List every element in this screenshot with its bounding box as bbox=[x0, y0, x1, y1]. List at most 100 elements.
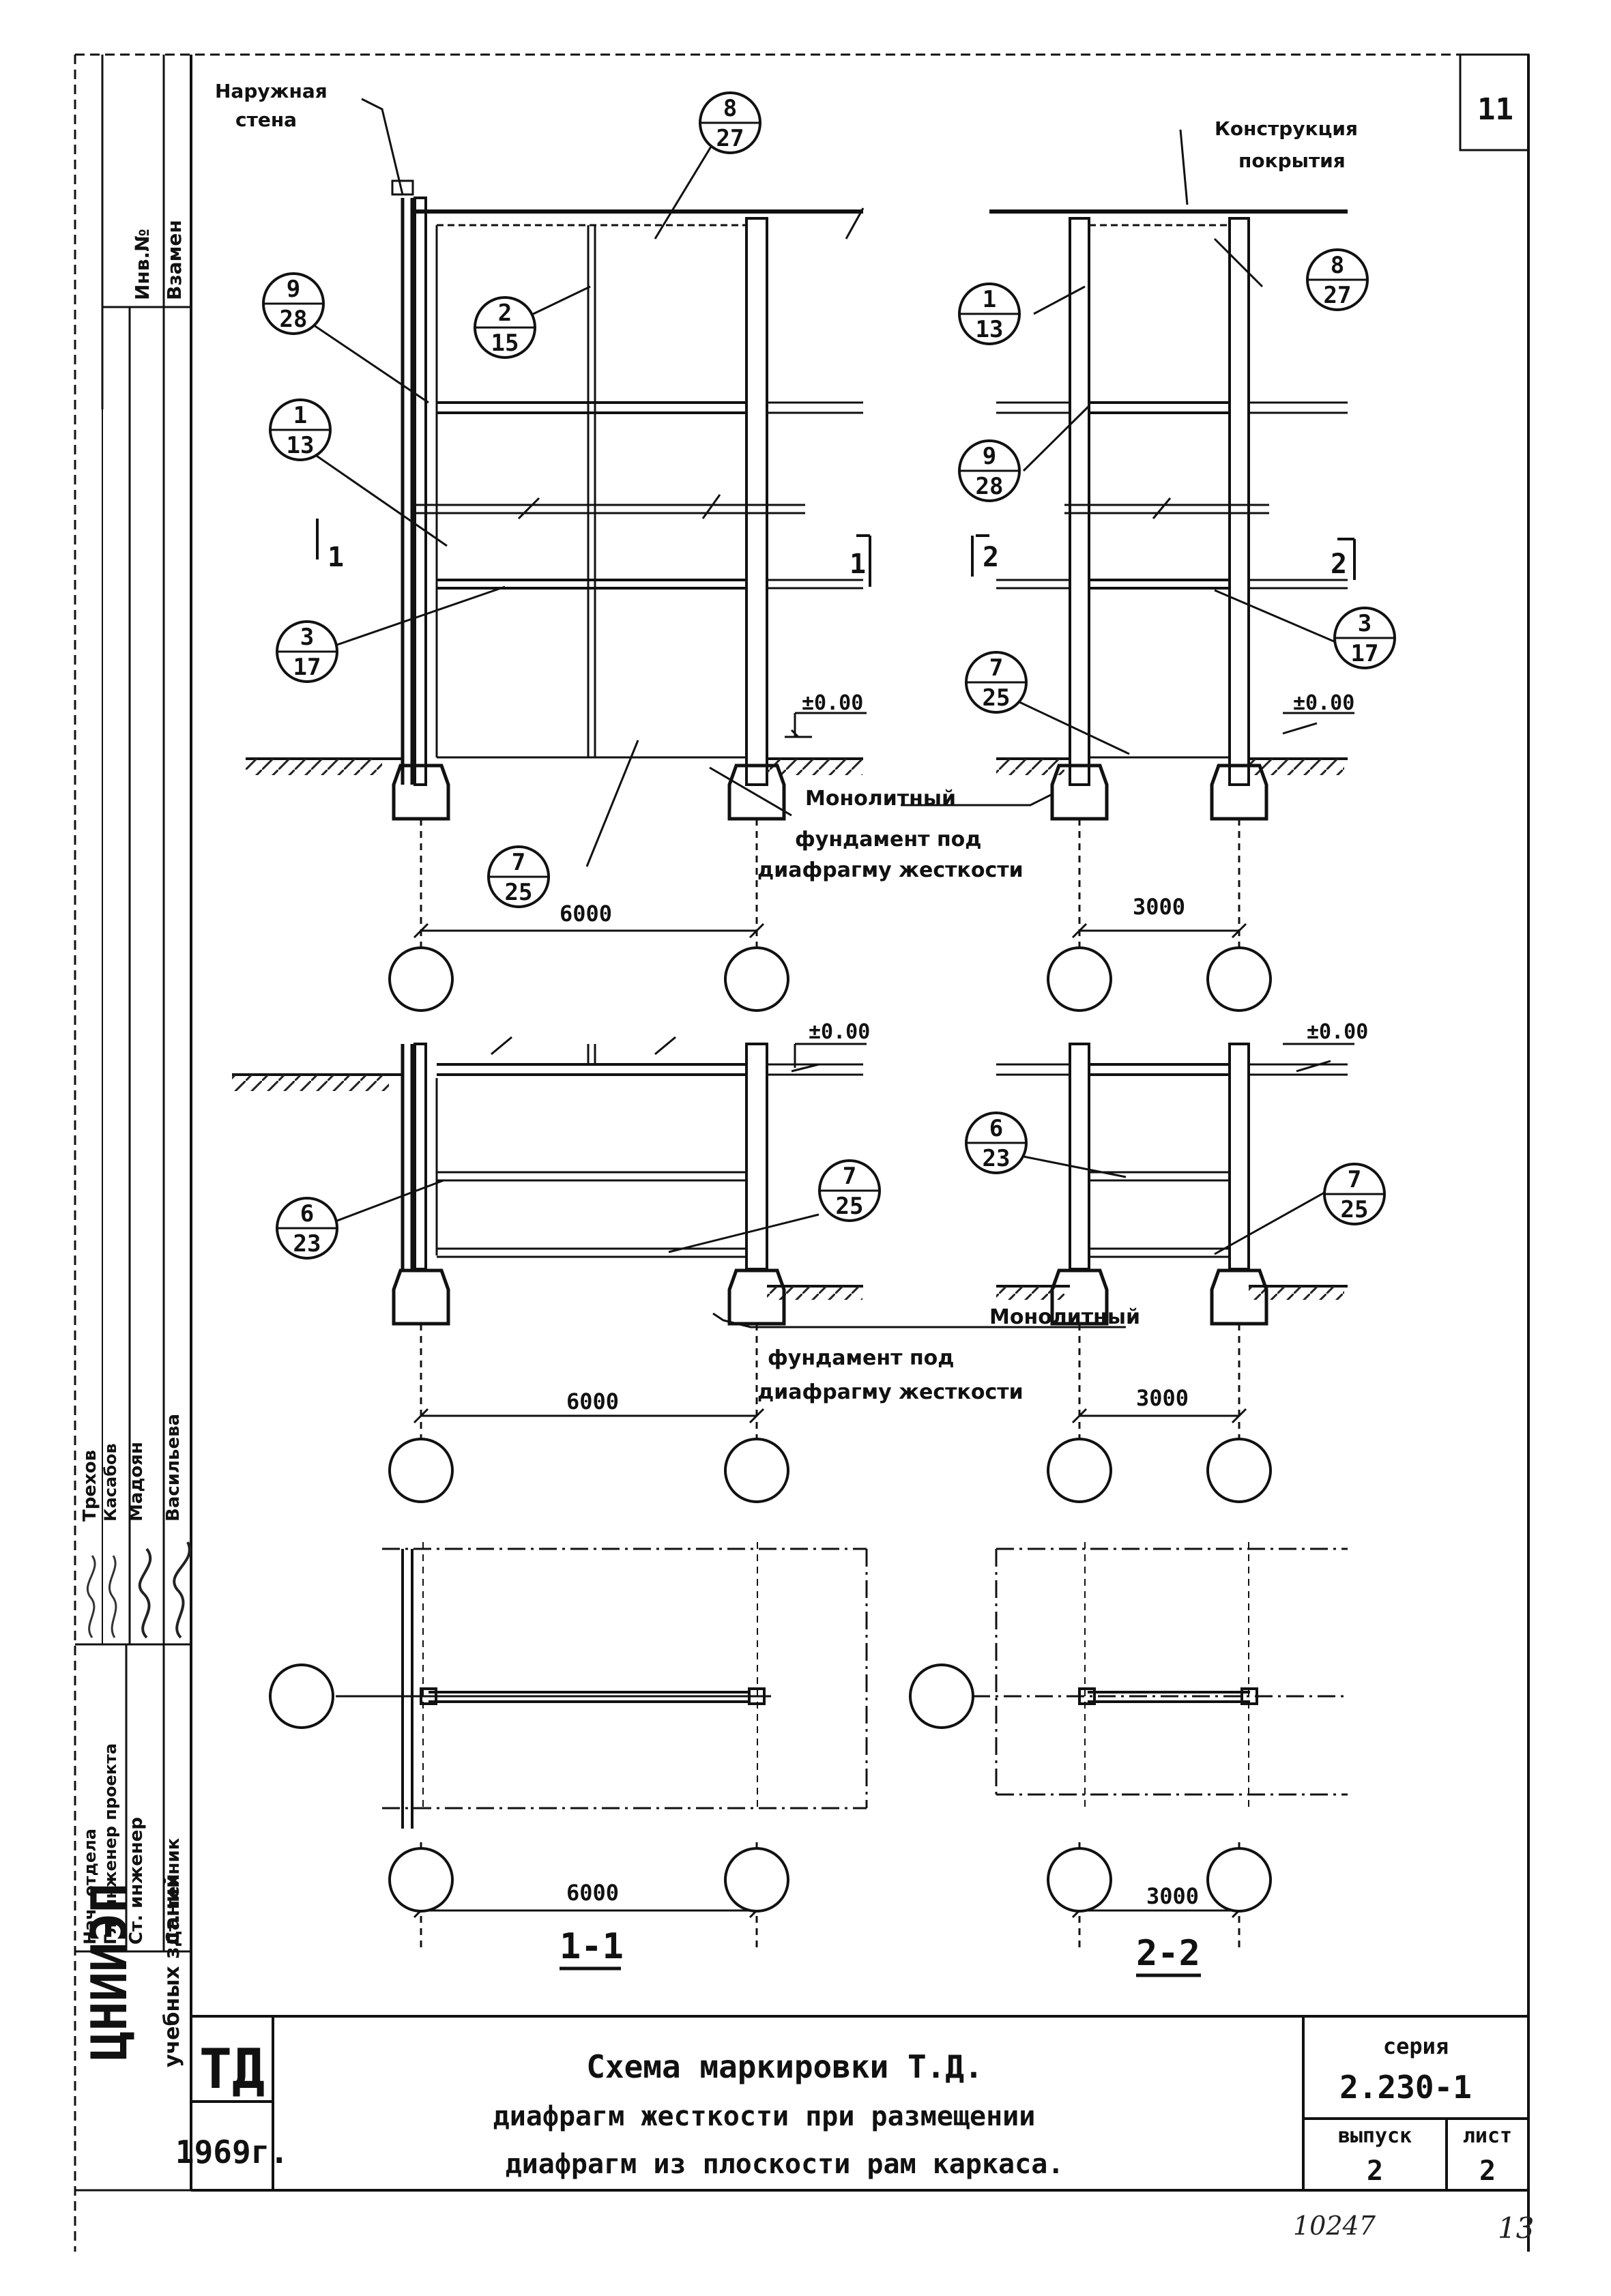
svg-text:23: 23 bbox=[293, 1230, 321, 1258]
frame-mid-left bbox=[232, 1036, 863, 1300]
svg-text:23: 23 bbox=[983, 1145, 1011, 1172]
title-block-grid bbox=[191, 2015, 1528, 2190]
callout-7-25-mid-left: 7 25 bbox=[818, 1159, 881, 1222]
svg-text:1: 1 bbox=[983, 286, 996, 313]
label-roof-1: Конструкция bbox=[1215, 117, 1358, 140]
svg-text:7: 7 bbox=[512, 849, 525, 876]
section-mark-1-left: 1 bbox=[328, 542, 344, 573]
signature-1 bbox=[86, 1555, 96, 1638]
archive-number: 10247 bbox=[1293, 2211, 1376, 2241]
svg-text:3: 3 bbox=[1358, 610, 1371, 637]
tb-issue-value: 2 bbox=[1367, 2155, 1383, 2187]
tb-title-2: диафрагм жесткости при размещении bbox=[493, 2101, 1036, 2132]
level-markers bbox=[785, 712, 1354, 1073]
callout-9-28-left: 9 28 bbox=[262, 272, 325, 335]
svg-text:27: 27 bbox=[716, 125, 744, 152]
section-title-1-1: 1-1 bbox=[560, 1926, 624, 1967]
svg-text:1: 1 bbox=[293, 402, 307, 429]
callout-7-25-top-left: 7 25 bbox=[487, 845, 550, 908]
label-monolith-1b: Монолитный bbox=[989, 1305, 1140, 1329]
level-mark-4: ±0.00 bbox=[1307, 1020, 1368, 1044]
frame-top-left bbox=[246, 179, 865, 786]
callout-6-23-left: 6 23 bbox=[276, 1197, 338, 1260]
stamp-role-4: Ст. техник bbox=[163, 1837, 184, 1945]
stamp-replace: Взамен bbox=[163, 220, 186, 300]
signature-3 bbox=[138, 1547, 152, 1639]
tb-issue-label: выпуск bbox=[1338, 2124, 1412, 2148]
svg-text:6: 6 bbox=[989, 1115, 1003, 1142]
stamp-name-2: Касабов bbox=[101, 1443, 120, 1522]
callout-6-23-right: 6 23 bbox=[965, 1111, 1028, 1174]
svg-text:9: 9 bbox=[983, 443, 996, 470]
svg-text:28: 28 bbox=[280, 306, 308, 333]
signature-4 bbox=[173, 1541, 191, 1639]
dim-mid-right: 3000 bbox=[1136, 1385, 1189, 1411]
svg-text:7: 7 bbox=[843, 1163, 856, 1190]
svg-text:2: 2 bbox=[498, 300, 512, 327]
plan-views bbox=[336, 1542, 1348, 1829]
label-outer-wall-1: Наружная bbox=[215, 80, 328, 102]
callout-3-17-right: 3 17 bbox=[1333, 607, 1396, 669]
svg-text:9: 9 bbox=[287, 276, 300, 303]
tb-series-label: серия bbox=[1383, 2033, 1449, 2059]
callout-7-25-top-right: 7 25 bbox=[965, 651, 1028, 714]
svg-text:15: 15 bbox=[491, 330, 519, 357]
label-monolith-3b: диафрагму жесткости bbox=[757, 1380, 1024, 1404]
label-monolith-1: Монолитный bbox=[805, 787, 956, 811]
svg-text:25: 25 bbox=[505, 879, 533, 906]
institute-subtitle: учебных зданий bbox=[160, 1874, 184, 2067]
stamp-role-1: Нач. отдела bbox=[81, 1829, 100, 1945]
callout-1-13-left: 1 13 bbox=[269, 398, 332, 461]
svg-text:17: 17 bbox=[293, 654, 321, 681]
axis-circles bbox=[269, 946, 1272, 1913]
svg-text:7: 7 bbox=[989, 654, 1003, 682]
leader-lines bbox=[303, 98, 1335, 1328]
callout-3-17-left: 3 17 bbox=[276, 620, 338, 683]
section-title-2-2: 2-2 bbox=[1136, 1933, 1200, 1974]
title-block: ТД 1969г. Схема маркировки Т.Д. диафрагм… bbox=[175, 2033, 1512, 2187]
svg-text:7: 7 bbox=[1348, 1166, 1361, 1193]
tb-sheet-label: лист bbox=[1463, 2124, 1512, 2148]
label-monolith-2b: фундамент под bbox=[768, 1346, 955, 1370]
svg-text:13: 13 bbox=[287, 432, 315, 459]
section-mark-1-right: 1 bbox=[850, 549, 866, 580]
tb-series-value: 2.230-1 bbox=[1339, 2069, 1472, 2106]
svg-text:27: 27 bbox=[1324, 282, 1352, 309]
sheet-frame bbox=[74, 53, 1530, 2252]
side-stamp-grid bbox=[75, 55, 191, 1953]
stamp-name-1: Трехов bbox=[80, 1450, 100, 1522]
svg-text:17: 17 bbox=[1351, 640, 1379, 667]
stamp-name-4: Васильева bbox=[163, 1414, 184, 1522]
callout-8-27-left: 8 27 bbox=[699, 91, 761, 154]
label-outer-wall-2: стена bbox=[235, 108, 297, 131]
page-number: 11 bbox=[1477, 92, 1513, 127]
callout-1-13-right: 1 13 bbox=[958, 282, 1021, 345]
tb-title-1: Схема маркировки Т.Д. bbox=[586, 2048, 983, 2085]
label-monolith-2: фундамент под bbox=[795, 828, 982, 852]
frame-top-right bbox=[989, 209, 1348, 786]
svg-text:25: 25 bbox=[983, 684, 1011, 712]
tb-code: ТД bbox=[199, 2037, 265, 2101]
stamp-name-3: Мадоян bbox=[126, 1442, 147, 1522]
level-mark-1: ±0.00 bbox=[802, 691, 863, 715]
svg-text:8: 8 bbox=[1331, 252, 1344, 279]
stamp-role-3: Ст. инженер bbox=[126, 1817, 147, 1945]
dim-mid-left: 6000 bbox=[566, 1389, 619, 1414]
level-mark-3: ±0.00 bbox=[809, 1020, 870, 1044]
section-mark-2-left: 2 bbox=[983, 542, 999, 573]
side-stamp: Инв.№ Взамен Нач. отдела Гл. инженер про… bbox=[80, 220, 191, 2067]
label-roof-2: покрытия bbox=[1238, 149, 1346, 172]
callout-7-25-mid-right: 7 25 bbox=[1323, 1163, 1386, 1225]
callout-2-15: 2 15 bbox=[474, 296, 536, 359]
callout-8-27-right: 8 27 bbox=[1306, 248, 1369, 311]
dim-top-left: 6000 bbox=[560, 901, 612, 927]
dim-plan-right: 3000 bbox=[1146, 1883, 1199, 1909]
footer-page: 13 bbox=[1498, 2211, 1534, 2245]
svg-text:3: 3 bbox=[300, 624, 314, 651]
stamp-role-2: Гл. инженер проекта bbox=[101, 1743, 120, 1945]
svg-text:25: 25 bbox=[836, 1193, 864, 1220]
tb-year: 1969г. bbox=[175, 2134, 289, 2170]
frame-mid-right bbox=[996, 1043, 1348, 1300]
label-monolith-3: диафрагму жесткости bbox=[757, 858, 1024, 882]
